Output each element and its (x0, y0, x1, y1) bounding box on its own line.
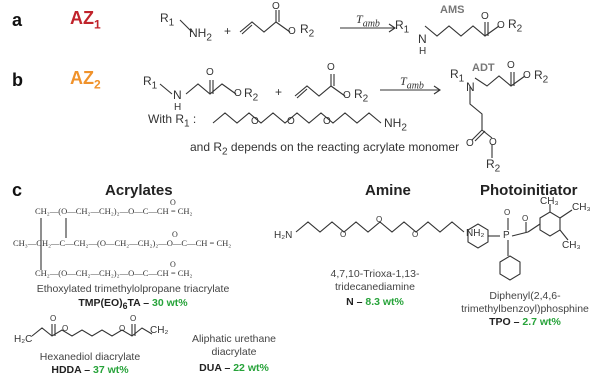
amine-title: Amine (365, 182, 411, 199)
tmp-row-1: CH₂—(O—CH₂—CH₂)₂—O—C—CH = CH₂ (35, 206, 193, 216)
r1-product-b: R1 (450, 67, 465, 85)
r1-b: R1 (143, 74, 158, 92)
r1-chain-o3: O (323, 116, 331, 127)
amine-nh2: NH₂ (466, 228, 485, 239)
photoinitiator-title: Photoinitiator (480, 182, 578, 199)
r1-product-a: R1 (395, 18, 410, 36)
tmp-abbr: TMP(EO)6TA – 30 wt% (78, 297, 188, 312)
tpo-abbr: TPO – 2.7 wt% (489, 316, 561, 328)
r2-b2: R2 (354, 87, 369, 105)
r1-chain-o2: O (287, 116, 295, 127)
hdda-o1: O (50, 314, 57, 323)
hdda-ch2: CH₂ (150, 325, 169, 336)
carbonyl-o-a: O (272, 1, 280, 12)
tpo-ch3-3: CH₃ (562, 240, 581, 251)
ester-o-product-b2: O (489, 137, 497, 148)
r2-a: R2 (300, 22, 315, 40)
tpo-o1: O (504, 208, 511, 217)
panel-label-c: c (12, 180, 23, 200)
amine-reactant-a: R1 (160, 11, 175, 29)
h-product-a: H (419, 46, 427, 57)
hdda-h2c: H₂C (14, 334, 33, 345)
r2-note: and R2 depends on the reacting acrylate … (190, 140, 460, 158)
tpo-p: P (503, 230, 510, 241)
h-b: H (174, 102, 182, 113)
carbonyl-o-product-b2: O (466, 138, 474, 149)
with-r1-label: With R1 : (148, 112, 197, 130)
dua-abbr: DUA – 22 wt% (199, 362, 269, 374)
n-b: N (173, 88, 182, 102)
panel-label-a: a (12, 10, 23, 30)
ester-o-b2: O (343, 90, 351, 101)
hdda-o4: O (119, 324, 126, 333)
hdda-name: Hexanediol diacrylate (39, 351, 141, 363)
acrylates-title: Acrylates (105, 182, 173, 199)
product-tag-ams: AMS (440, 4, 465, 16)
r2-product-a: R2 (508, 17, 523, 35)
tpo-ch3-2: CH₃ (572, 202, 591, 213)
tmp-o-2: O (172, 230, 178, 239)
amine-h2n: H₂N (274, 230, 293, 241)
amine-name: 4,7,10-Trioxa-1,13-tridecanediamine (330, 268, 420, 293)
ester-o-product-a: O (497, 20, 505, 31)
carbonyl-o-b: O (206, 67, 214, 78)
r1-chain-o1: O (251, 116, 259, 127)
r2-product-b: R2 (534, 68, 549, 86)
n-product-a: N (418, 32, 427, 46)
amine-o3: O (412, 230, 419, 239)
carbonyl-o-b2: O (327, 62, 335, 73)
tmp-row-3: CH₂—(O—CH₂—CH₂)₂—O—C—CH = CH₂ (35, 268, 193, 278)
n-product-b: N (466, 80, 475, 94)
r1-chain-nh2: NH2 (384, 116, 407, 134)
r2-product-b2: R2 (486, 157, 501, 175)
ester-o-b: O (234, 88, 242, 99)
panel-label-b: b (12, 70, 23, 90)
hdda-o2: O (62, 324, 69, 333)
hdda-abbr: HDDA – 37 wt% (51, 364, 129, 376)
product-tag-adt: ADT (472, 62, 495, 74)
arrow-label-b: Tamb (400, 74, 424, 92)
az2-label: AZ2 (70, 68, 101, 92)
ester-o-product-b: O (523, 70, 531, 81)
carbonyl-o-product-a: O (481, 11, 489, 22)
tmp-row-2: CH₃—CH₂—C—CH₂—(O—CH₂—CH₂)₂—O—C—CH = CH₂ (13, 238, 232, 248)
tmp-o-3: O (170, 260, 176, 269)
arrow-label-a: Tamb (356, 12, 380, 30)
tpo-o2: O (522, 214, 529, 223)
nh2-a: NH2 (189, 26, 212, 44)
hdda-o3: O (130, 314, 137, 323)
ester-o-a: O (288, 26, 296, 37)
plus-b: + (275, 85, 283, 99)
plus-a: + (224, 24, 232, 38)
amine-abbr: N – 8.3 wt% (346, 296, 404, 308)
tpo-ch3-1: CH₃ (540, 196, 559, 207)
tmp-name: Ethoxylated trimethylolpropane triacryla… (36, 283, 230, 295)
tmp-o-1: O (170, 198, 176, 207)
amine-o2: O (376, 215, 383, 224)
carbonyl-o-product-b: O (507, 60, 515, 71)
r2-b: R2 (244, 86, 259, 104)
amine-o1: O (340, 230, 347, 239)
tpo-name: Diphenyl(2,4,6-trimethylbenzoyl)phosphin… (461, 290, 589, 315)
az1-label: AZ1 (70, 8, 101, 32)
